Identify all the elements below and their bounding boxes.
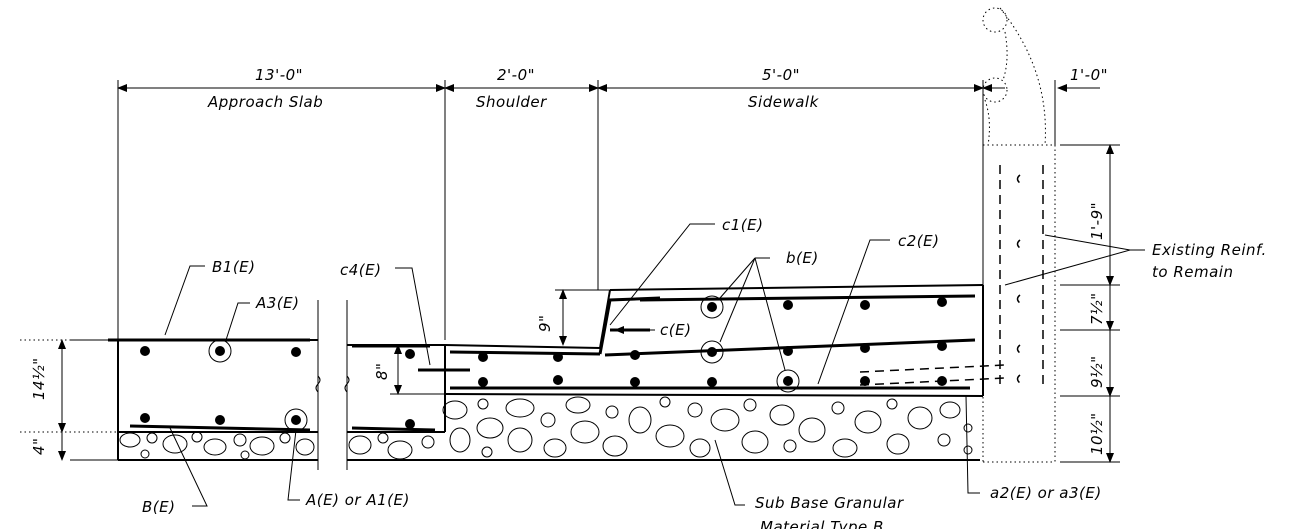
existing-curb <box>982 7 1056 463</box>
dim-step-8: 8" <box>373 363 391 380</box>
subbase-stones <box>118 396 980 461</box>
left-dimensions <box>20 339 118 461</box>
dim-approach-name: Approach Slab <box>207 93 323 111</box>
dim-base-thickness: 4" <box>30 438 48 455</box>
label-c1: c1(E) <box>722 216 763 234</box>
top-dimensions <box>117 80 1100 340</box>
dim-step-9: 9" <box>536 315 554 332</box>
label-to-remain: to Remain <box>1152 263 1233 281</box>
dim-edge-length: 1'-0" <box>1070 66 1108 84</box>
dim-curb-7: 7½" <box>1088 293 1106 325</box>
dim-sidewalk-length: 5'-0" <box>762 66 800 84</box>
sidewalk-slab <box>418 284 1006 397</box>
dim-shoulder-length: 2'-0" <box>497 66 535 84</box>
label-B1: B1(E) <box>212 258 256 276</box>
label-subbase-2: Material Type B <box>760 518 884 529</box>
label-c2: c2(E) <box>898 232 939 250</box>
label-b: b(E) <box>786 249 819 267</box>
dim-approach-length: 13'-0" <box>255 66 303 84</box>
dim-curb-9: 9½" <box>1088 356 1106 388</box>
dim-curb-10: 10½" <box>1088 412 1106 455</box>
label-B: B(E) <box>142 498 175 516</box>
dim-slab-thickness: 14½" <box>30 357 48 400</box>
step-dimensions <box>390 289 610 395</box>
leaders <box>164 223 1145 507</box>
label-c4: c4(E) <box>340 261 381 279</box>
label-c: c(E) <box>660 321 691 339</box>
label-existing-reinf: Existing Reinf. <box>1152 241 1267 259</box>
right-dimensions <box>1060 144 1120 463</box>
dim-sidewalk-name: Sidewalk <box>748 93 820 111</box>
dim-curb-top: 1'-9" <box>1088 202 1106 240</box>
label-subbase-1: Sub Base Granular <box>755 494 904 512</box>
label-A3: A3(E) <box>255 294 300 312</box>
dim-shoulder-name: Shoulder <box>476 93 547 111</box>
label-a2: a2(E) or a3(E) <box>990 484 1102 502</box>
label-A: A(E) or A1(E) <box>305 491 410 509</box>
approach-slab <box>108 300 446 470</box>
